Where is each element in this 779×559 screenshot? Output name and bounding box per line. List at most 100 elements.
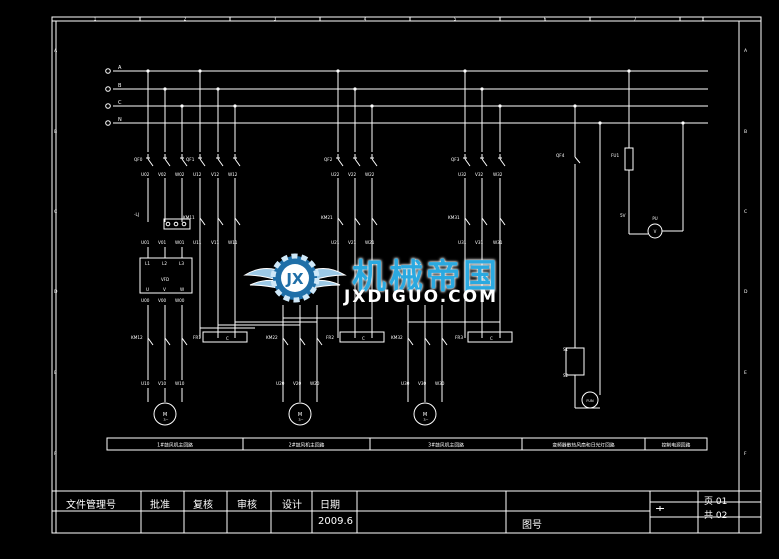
- vfd-output-label: W: [180, 287, 184, 292]
- junction-dot: [463, 69, 467, 73]
- fuse-label: FU1: [611, 153, 619, 158]
- breaker-blade: [147, 158, 154, 167]
- breaker-blade: [217, 158, 224, 167]
- breaker-label: QF1: [186, 157, 195, 162]
- breaker-blade: [181, 158, 188, 167]
- voltage-label: 5V: [620, 213, 626, 218]
- junction-dot: [146, 69, 150, 73]
- frame-row-label: E: [744, 370, 747, 376]
- voltmeter-mark: V: [654, 229, 657, 234]
- bus-terminal: [105, 68, 111, 74]
- vfd-fuse-icon: [181, 221, 187, 227]
- contactor-label: KM32: [391, 335, 403, 340]
- terminal-label: V32: [475, 172, 484, 177]
- contactor-blade: [354, 217, 361, 226]
- section-bar: [106, 437, 708, 451]
- contactor-blade: [441, 337, 448, 346]
- frame-col-label: 8: [702, 17, 705, 22]
- overload-relay: [467, 331, 513, 343]
- contactor-blade: [181, 337, 188, 346]
- watermark: JX 机械帝国 JXDIGUO.COM: [240, 245, 540, 315]
- terminal-label: W20: [310, 381, 320, 386]
- motor-label: M: [298, 412, 302, 418]
- terminal-label: U10: [141, 381, 150, 386]
- overload-label: FR1: [193, 335, 201, 340]
- contactor-blade: [407, 337, 414, 346]
- terminal-label: U32: [458, 172, 467, 177]
- frame-col-label: 2: [184, 17, 187, 22]
- contactor-blade: [464, 217, 471, 226]
- junction-dot: [498, 104, 502, 108]
- contactor-blade: [234, 217, 241, 226]
- overload-mark: C: [362, 336, 365, 341]
- terminal-label: U30: [401, 381, 410, 386]
- contactor-blade: [424, 337, 431, 346]
- terminal-label: U20: [276, 381, 285, 386]
- breaker-label: QF2: [324, 157, 333, 162]
- junction-dot: [681, 121, 685, 125]
- frame-row-label: C: [744, 209, 747, 215]
- tb-total-label: 共 02: [704, 511, 728, 521]
- frame-col-label: 1: [94, 17, 97, 22]
- terminal-label: W01: [175, 240, 185, 245]
- tb-header-approve: 批准: [150, 500, 170, 511]
- contactor-blade: [147, 337, 154, 346]
- junction-dot: [180, 104, 184, 108]
- overload-mark: C: [226, 336, 229, 341]
- vfd-output-label: V: [163, 287, 166, 292]
- terminal-label: V31: [475, 240, 484, 245]
- vfd-output-label: U: [146, 287, 149, 292]
- terminal-label: V21: [348, 240, 357, 245]
- bus-label: C: [118, 100, 122, 106]
- frame-col-label: 3: [274, 17, 277, 22]
- tb-header-design: 设计: [282, 500, 302, 511]
- terminal-label: U11: [193, 240, 202, 245]
- lamp-tube: [565, 347, 585, 376]
- breaker-blade: [464, 158, 471, 167]
- motor-label: M: [163, 412, 167, 418]
- motor-icon: [288, 402, 312, 426]
- breaker-blade: [337, 158, 344, 167]
- frame-row-label: A: [744, 48, 748, 54]
- breaker-label: QF4: [556, 153, 565, 158]
- terminal-label: W22: [365, 172, 375, 177]
- terminal-label: W02: [175, 172, 185, 177]
- contactor-label: KM11: [183, 215, 195, 220]
- vfd-input-label: L2: [162, 261, 167, 266]
- breaker-blade: [164, 158, 171, 167]
- terminal-label: V11: [211, 240, 220, 245]
- motor-icon: [413, 402, 437, 426]
- terminal-label: W12: [228, 172, 238, 177]
- terminal-label: W10: [175, 381, 185, 386]
- contactor-blade: [282, 337, 289, 346]
- frame-row-label: C: [54, 209, 57, 215]
- contactor-blade: [371, 217, 378, 226]
- junction-dot: [336, 69, 340, 73]
- tb-page-label: 页 01: [704, 497, 728, 507]
- terminal-label: U02: [141, 172, 150, 177]
- overload-relay: [202, 331, 248, 343]
- terminal-label: U22: [331, 172, 340, 177]
- watermark-chinese: 机械帝国: [352, 257, 500, 297]
- contactor-blade: [316, 337, 323, 346]
- motor-phase-label: 3~: [423, 418, 428, 422]
- section-label: 控制电源回路: [662, 442, 691, 449]
- breaker-label: QF3: [451, 157, 460, 162]
- breaker-blade: [354, 158, 361, 167]
- junction-dot: [353, 87, 357, 91]
- terminal-label: U31: [458, 240, 467, 245]
- terminal-label: V01: [158, 240, 167, 245]
- vfd-fuse-box: [163, 218, 191, 230]
- junction-dot: [216, 87, 220, 91]
- breaker-blade: [234, 158, 241, 167]
- tb-header-audit: 审核: [237, 500, 257, 511]
- motor-icon: [153, 402, 177, 426]
- contactor-label: KM31: [448, 215, 460, 220]
- contactor-blade: [481, 217, 488, 226]
- junction-dot: [598, 121, 602, 125]
- contactor-label: KM21: [321, 215, 333, 220]
- watermark-english: JXDIGUO.COM: [344, 287, 499, 307]
- frame-row-label: B: [54, 129, 57, 135]
- vfd-tag: VFD: [161, 277, 169, 282]
- switch-label: S1: [563, 347, 569, 352]
